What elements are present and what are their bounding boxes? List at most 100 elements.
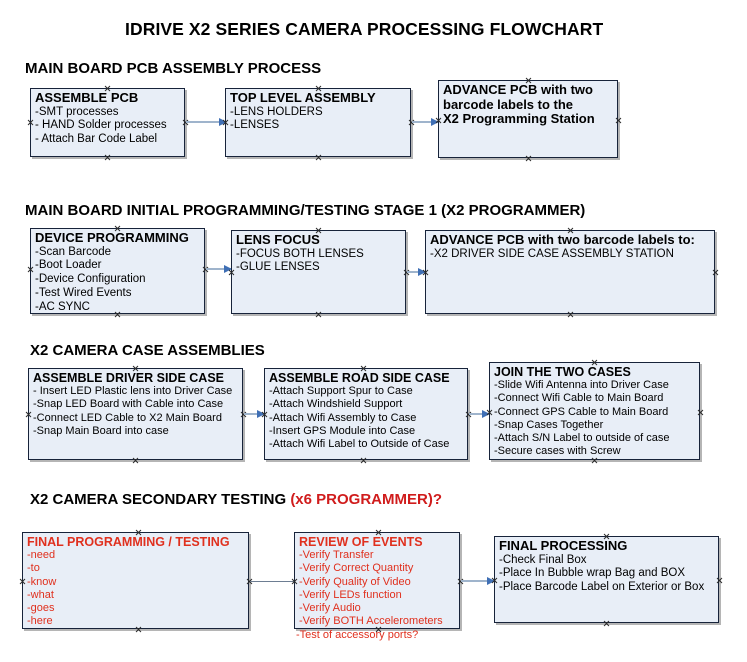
process-box-review-of-events[interactable]: REVIEW OF EVENTS -Verify Transfer -Verif…	[294, 532, 460, 629]
section-heading-case-assemblies: X2 CAMERA CASE ASSEMBLIES	[30, 342, 265, 359]
connection-handle-right[interactable]	[615, 117, 622, 124]
box-line: -X2 DRIVER SIDE CASE ASSEMBLY STATION	[430, 247, 674, 260]
box-line: - Insert LED Plastic lens into Driver Ca…	[33, 385, 233, 398]
box-line: -Slide Wifi Antenna into Driver Case	[494, 379, 669, 392]
process-box-top-level-assembly[interactable]: TOP LEVEL ASSEMBLY -LENS HOLDERS -LENSES	[225, 88, 411, 157]
box-line: -Check Final Box	[499, 553, 587, 566]
connection-handle-right[interactable]	[697, 409, 704, 416]
connection-handle-bottom[interactable]	[591, 457, 598, 464]
box-title: ASSEMBLE ROAD SIDE CASE	[269, 371, 450, 385]
box-line: -here	[27, 615, 53, 628]
section-heading-initial-programming: MAIN BOARD INITIAL PROGRAMMING/TESTING S…	[25, 202, 586, 219]
process-box-join-the-two-cases[interactable]: JOIN THE TWO CASES -Slide Wifi Antenna i…	[489, 362, 700, 460]
process-box-assemble-road-side-case[interactable]: ASSEMBLE ROAD SIDE CASE -Attach Support …	[264, 368, 468, 460]
connection-handle-top[interactable]	[591, 359, 598, 366]
connection-handle-top[interactable]	[104, 85, 111, 92]
box-line: -FOCUS BOTH LENSES	[236, 247, 364, 260]
box-line: -Test Wired Events	[35, 287, 132, 300]
connection-handle-top[interactable]	[114, 225, 121, 232]
connection-handle-left[interactable]	[291, 578, 298, 585]
connection-handle-top[interactable]	[360, 365, 367, 372]
box-overflow-line-test-accessory-ports: -Test of accessory ports?	[296, 629, 419, 641]
connection-handle-top[interactable]	[132, 365, 139, 372]
box-line: -Boot Loader	[35, 259, 102, 272]
connector-line-final-programming-to-review	[250, 581, 294, 582]
box-title: ADVANCE PCB with two	[443, 82, 593, 97]
box-line: -Device Configuration	[35, 273, 146, 286]
connection-handle-left[interactable]	[435, 117, 442, 124]
connection-handle-bottom[interactable]	[315, 311, 322, 318]
process-box-assemble-driver-side-case[interactable]: ASSEMBLE DRIVER SIDE CASE - Insert LED P…	[28, 368, 243, 460]
box-title: ADVANCE PCB with two barcode labels to:	[430, 232, 695, 247]
box-line: -LENS HOLDERS	[230, 105, 323, 118]
box-title: LENS FOCUS	[236, 232, 320, 247]
box-line: -Attach S/N Label to outside of case	[494, 431, 670, 444]
box-line: -Connect LED Cable to X2 Main Board	[33, 411, 222, 424]
section-heading-secondary-testing: X2 CAMERA SECONDARY TESTING (x6 PROGRAMM…	[30, 491, 442, 508]
connection-handle-left[interactable]	[261, 411, 268, 418]
box-line: -GLUE LENSES	[236, 261, 320, 274]
connection-handle-bottom[interactable]	[104, 154, 111, 161]
box-line: -to	[27, 562, 40, 575]
box-title: ASSEMBLE PCB	[35, 90, 139, 105]
connection-handle-left[interactable]	[27, 119, 34, 126]
process-box-lens-focus[interactable]: LENS FOCUS -FOCUS BOTH LENSES -GLUE LENS…	[231, 230, 406, 314]
box-line: -need	[27, 549, 56, 562]
connection-handle-top[interactable]	[525, 77, 532, 84]
process-box-advance-pcb-programming-station[interactable]: ADVANCE PCB with two barcode labels to t…	[438, 80, 618, 158]
connection-handle-left[interactable]	[491, 577, 498, 584]
box-line: -LENSES	[230, 119, 280, 132]
box-title-line2: barcode labels to the	[443, 96, 574, 112]
box-title: JOIN THE TWO CASES	[494, 365, 631, 379]
connection-handle-bottom[interactable]	[525, 155, 532, 162]
connection-handle-right[interactable]	[712, 269, 719, 276]
connection-handle-top[interactable]	[315, 227, 322, 234]
box-line: -Connect Wifi Cable to Main Board	[494, 392, 664, 405]
box-line: -AC SYNC	[35, 300, 90, 313]
connection-handle-top[interactable]	[567, 227, 574, 234]
box-line: -Verify Correct Quantity	[299, 562, 414, 575]
box-title: FINAL PROCESSING	[499, 538, 628, 553]
box-line: -Verify Transfer	[299, 549, 374, 562]
connection-handle-top[interactable]	[603, 533, 610, 540]
box-line: -know	[27, 575, 57, 588]
connection-handle-right[interactable]	[716, 577, 723, 584]
connection-handle-left[interactable]	[27, 266, 34, 273]
process-box-assemble-pcb[interactable]: ASSEMBLE PCB -SMT processes - HAND Solde…	[30, 88, 185, 157]
connection-handle-left[interactable]	[25, 411, 32, 418]
connection-handle-bottom[interactable]	[360, 457, 367, 464]
connection-handle-left[interactable]	[422, 269, 429, 276]
process-box-device-programming[interactable]: DEVICE PROGRAMMING -Scan Barcode -Boot L…	[30, 228, 205, 314]
box-line: -what	[27, 588, 54, 601]
box-line: - Attach Bar Code Label	[35, 133, 158, 146]
connection-handle-left[interactable]	[222, 119, 229, 126]
box-line: -Verify LEDs function	[299, 588, 402, 601]
box-line: -Snap Cases Together	[494, 418, 604, 431]
box-title-line3: X2 Programming Station	[443, 111, 595, 127]
connection-handle-bottom[interactable]	[315, 154, 322, 161]
box-line: -Attach Windshield Support	[269, 398, 403, 411]
box-line: -Verify Audio	[299, 601, 361, 614]
connection-handle-left[interactable]	[486, 409, 493, 416]
connection-handle-top[interactable]	[375, 529, 382, 536]
connection-handle-bottom[interactable]	[567, 311, 574, 318]
box-line: -Place In Bubble wrap Bag and BOX	[499, 567, 686, 580]
connection-handle-top[interactable]	[315, 85, 322, 92]
box-line: -Attach Support Spur to Case	[269, 385, 413, 398]
connection-handle-top[interactable]	[135, 529, 142, 536]
box-line: -Scan Barcode	[35, 245, 112, 258]
process-box-final-programming-testing[interactable]: FINAL PROGRAMMING / TESTING -need -to -k…	[22, 532, 249, 629]
box-line: -Attach Wifi Assembly to Case	[269, 411, 417, 424]
connection-handle-bottom[interactable]	[132, 457, 139, 464]
connector-arrow-review-to-final-processing	[461, 577, 495, 585]
process-box-final-processing[interactable]: FINAL PROCESSING -Check Final Box -Place…	[494, 536, 719, 623]
connection-handle-left[interactable]	[228, 269, 235, 276]
connection-handle-bottom[interactable]	[114, 311, 121, 318]
connection-handle-left[interactable]	[19, 578, 26, 585]
connection-handle-bottom[interactable]	[135, 626, 142, 633]
box-line: -SMT processes	[35, 105, 119, 118]
process-box-advance-pcb-driver-side[interactable]: ADVANCE PCB with two barcode labels to: …	[425, 230, 715, 314]
connection-handle-bottom[interactable]	[603, 620, 610, 627]
connection-handle-bottom[interactable]	[375, 626, 382, 633]
